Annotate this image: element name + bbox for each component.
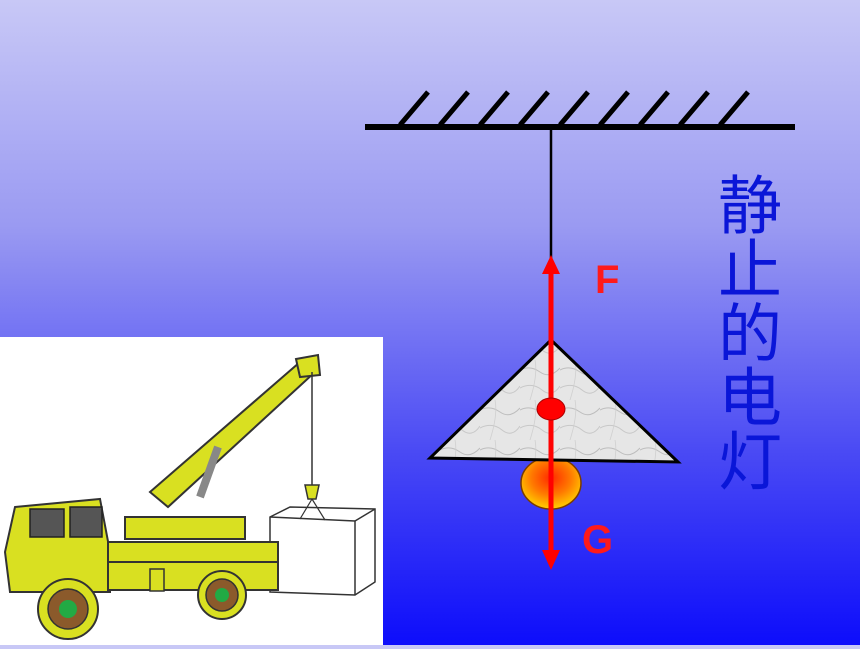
front-wheel-hub <box>59 600 77 618</box>
hydraulic-strut <box>196 445 222 499</box>
ceiling <box>365 90 795 130</box>
load-box <box>269 506 376 596</box>
crane-hook <box>304 484 320 500</box>
cab-window-left <box>29 508 65 538</box>
force-f-arrowhead <box>542 255 560 274</box>
force-f-label: F <box>595 258 620 302</box>
center-point <box>536 397 566 421</box>
boom-tip <box>294 353 322 379</box>
cab-window-right <box>69 506 103 538</box>
crane-illustration-panel <box>0 337 383 645</box>
crane-base <box>124 516 246 540</box>
force-g-label: G <box>582 518 614 562</box>
rear-wheel-hub <box>215 588 229 602</box>
crane-truck-drawing <box>3 353 376 640</box>
force-g-arrowhead <box>542 550 560 570</box>
truck-chassis <box>107 561 279 591</box>
caption-static-lamp: 静止的电灯 <box>707 172 781 492</box>
